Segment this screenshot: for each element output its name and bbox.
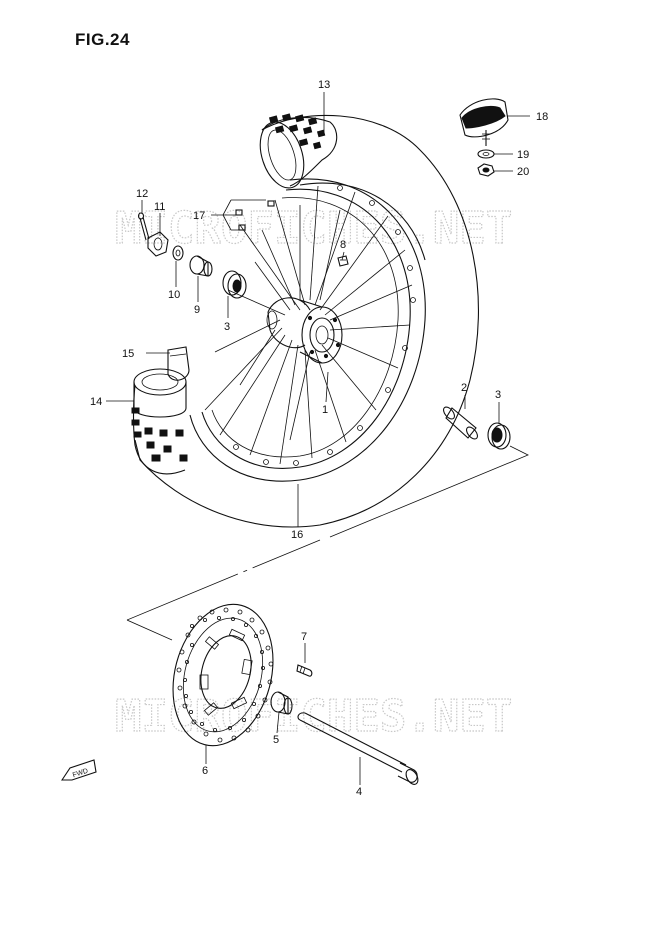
cotter-pin — [137, 212, 150, 241]
callout-1: 1 — [322, 404, 328, 416]
callout-8: 8 — [340, 239, 346, 251]
callout-2: 2 — [461, 382, 467, 394]
collar — [443, 406, 478, 440]
axle — [297, 712, 419, 785]
callout-3-right: 3 — [495, 389, 501, 401]
rim — [189, 178, 426, 482]
callout-6: 6 — [202, 765, 208, 777]
hub — [266, 297, 343, 364]
callout-11: 11 — [154, 201, 165, 213]
rim-lock-washer — [477, 149, 495, 159]
disc-bolt — [296, 664, 313, 677]
washer — [172, 245, 184, 261]
rim-lock-nut — [477, 163, 495, 177]
callout-20: 20 — [517, 166, 529, 178]
spacer — [270, 691, 293, 715]
fwd-label: FWD — [72, 768, 89, 780]
watermark-bottom: MICROFICHES.NET — [115, 691, 512, 742]
rim-lock — [459, 98, 509, 146]
callout-7: 7 — [301, 631, 307, 643]
callout-4: 4 — [356, 786, 362, 798]
callout-14: 14 — [90, 396, 102, 408]
projection-lines — [126, 445, 529, 641]
bearing-left — [222, 270, 247, 299]
rim-screw — [337, 255, 349, 267]
callout-leaders — [106, 92, 530, 785]
tube — [133, 368, 187, 418]
fwd-arrow-icon: FWD — [60, 759, 97, 781]
callout-17: 17 — [193, 210, 205, 222]
spokes — [204, 185, 413, 465]
spacer-small — [189, 255, 213, 277]
rim-band — [167, 346, 190, 381]
callout-16: 16 — [291, 529, 303, 541]
callout-19: 19 — [517, 149, 529, 161]
callout-numbers: 13 18 19 20 12 11 17 8 10 9 3 15 14 1 2 … — [90, 79, 548, 798]
bearing-right — [487, 422, 511, 450]
callout-3-left: 3 — [224, 321, 230, 333]
callout-13: 13 — [318, 79, 330, 91]
callout-9: 9 — [194, 304, 200, 316]
brake-disc — [172, 603, 274, 747]
callout-15: 15 — [122, 348, 134, 360]
callout-5: 5 — [273, 734, 279, 746]
callout-10: 10 — [168, 289, 180, 301]
figure-title: FIG.24 — [75, 30, 130, 49]
callout-12: 12 — [136, 188, 148, 200]
callout-18: 18 — [536, 111, 548, 123]
spoke-screws — [235, 200, 275, 231]
tire — [131, 113, 479, 528]
